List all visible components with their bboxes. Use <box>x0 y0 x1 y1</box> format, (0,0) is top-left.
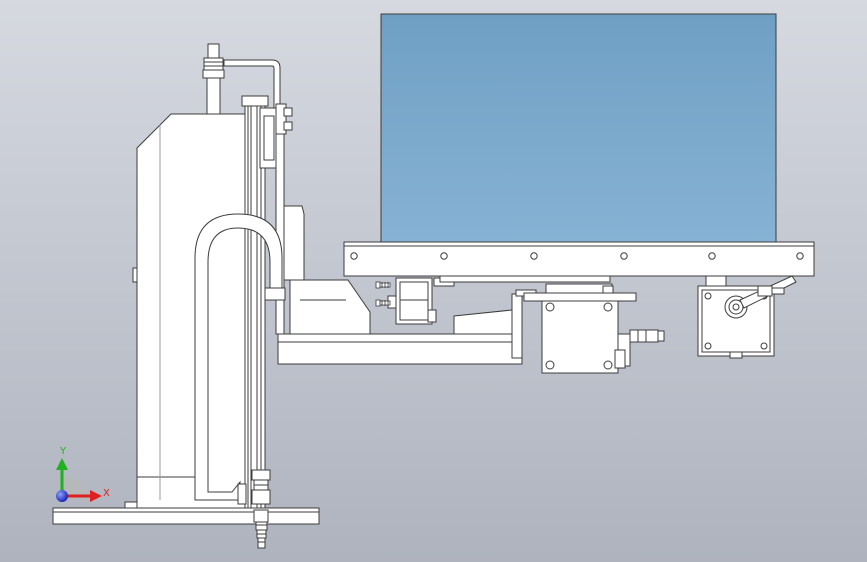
spring-screw-lower <box>375 299 391 307</box>
axis-label-y: Y <box>59 446 67 457</box>
coordinate-triad-icon <box>56 458 102 502</box>
axis-label-x: X <box>103 488 110 499</box>
lower-rail-fitting <box>251 469 271 505</box>
horizontal-arm <box>277 289 537 365</box>
cable-hose <box>194 213 286 505</box>
vertical-guide-rail <box>241 95 269 509</box>
glass-panel <box>380 13 777 243</box>
small-cylinder <box>387 277 455 325</box>
pneumatic-fitting <box>614 329 665 369</box>
gripper-block <box>523 283 637 374</box>
vertical-housing <box>132 113 246 509</box>
upper-slider-block <box>259 103 293 169</box>
gusset-plate <box>289 279 513 335</box>
spring-screw-upper <box>375 281 391 289</box>
bottom-fitting <box>253 509 269 549</box>
rotary-mechanism <box>697 275 797 359</box>
top-rod <box>202 43 225 115</box>
frame-bar <box>343 241 815 283</box>
